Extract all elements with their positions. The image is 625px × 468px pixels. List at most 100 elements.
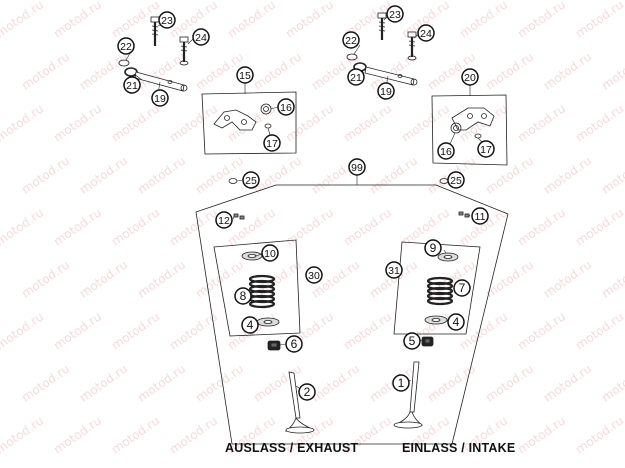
callout-label: 24 — [420, 28, 432, 40]
callout-label: 8 — [240, 289, 247, 303]
callout-label: 7 — [459, 281, 466, 295]
callout-label: 17 — [480, 144, 492, 156]
callout-circle — [285, 335, 303, 353]
valve-keepers — [233, 211, 470, 220]
callout-label: 22 — [345, 35, 357, 47]
callout-c4a: 4 — [241, 316, 259, 334]
callout-c21b: 21 — [347, 68, 365, 86]
cylinder-head-outline — [195, 184, 509, 445]
callout-label: 25 — [450, 175, 462, 187]
callout-label: 4 — [453, 315, 460, 329]
callout-circle — [437, 142, 455, 160]
callout-c99: 99 — [348, 158, 366, 176]
callout-c24a: 24 — [192, 28, 210, 46]
callout-label: 11 — [475, 211, 486, 223]
callout-c25b: 25 — [447, 171, 465, 189]
callout-c17a: 17 — [263, 134, 281, 152]
callout-c20: 20 — [461, 68, 479, 86]
callout-circle — [234, 287, 252, 305]
callout-circle — [377, 82, 395, 100]
callout-circle — [151, 89, 169, 107]
callout-c15: 15 — [236, 66, 254, 84]
callout-label: 22 — [120, 41, 132, 53]
callout-label: 21 — [350, 72, 362, 84]
intake-valve — [393, 361, 424, 429]
callout-circle — [461, 68, 479, 86]
callout-c19a: 19 — [151, 89, 169, 107]
callout-c6: 6 — [285, 335, 303, 353]
left-rocker-shaft-group — [118, 16, 189, 92]
callout-label: 16 — [440, 146, 452, 158]
callout-circle — [447, 171, 465, 189]
callout-label: 10 — [264, 248, 276, 260]
callout-label: 6 — [291, 337, 298, 351]
callout-c25a: 25 — [242, 171, 260, 189]
callout-c11: 11 — [471, 207, 489, 225]
dowel-left — [228, 178, 238, 184]
callout-circle — [215, 211, 233, 229]
callout-circle — [342, 31, 360, 49]
callout-circle — [117, 37, 135, 55]
callout-circle — [263, 134, 281, 152]
caption-intake: EINLASS / INTAKE — [402, 441, 516, 455]
callout-circle — [277, 98, 295, 116]
callout-c9: 9 — [424, 239, 442, 257]
callout-c19b: 19 — [377, 82, 395, 100]
callout-label: 30 — [308, 270, 320, 282]
callout-c16b: 16 — [437, 142, 455, 160]
callout-c2: 2 — [298, 383, 316, 401]
dowel-right — [439, 178, 449, 184]
callout-circle — [392, 374, 410, 392]
callout-label: 12 — [218, 215, 230, 227]
callout-circle — [403, 332, 421, 350]
callout-c7: 7 — [453, 279, 471, 297]
callout-c21a: 21 — [123, 76, 141, 94]
callout-label: 19 — [380, 86, 392, 98]
callout-label: 4 — [247, 318, 254, 332]
callout-label: 16 — [280, 102, 292, 114]
callout-label: 23 — [161, 15, 173, 27]
callout-c12: 12 — [215, 211, 233, 229]
callout-circle — [417, 24, 435, 42]
intake-valve-kit — [393, 241, 481, 335]
callout-circle — [305, 266, 323, 284]
callout-c8: 8 — [234, 287, 252, 305]
callout-c24b: 24 — [417, 24, 435, 42]
rocker-arm-box-right — [431, 94, 508, 166]
callout-c10: 10 — [261, 244, 279, 262]
callout-circle — [385, 261, 403, 279]
callout-c22b: 22 — [342, 31, 360, 49]
callout-circle — [261, 244, 279, 262]
callout-c1: 1 — [392, 374, 410, 392]
callout-circle — [192, 28, 210, 46]
callout-circle — [236, 66, 254, 84]
callout-label: 20 — [464, 72, 476, 84]
callout-label: 99 — [351, 162, 363, 174]
callout-c17b: 17 — [477, 140, 495, 158]
callout-c23b: 23 — [386, 5, 404, 23]
callout-label: 23 — [389, 9, 401, 21]
callout-label: 17 — [266, 138, 278, 150]
callout-circle — [477, 140, 495, 158]
callout-circle — [447, 313, 465, 331]
callout-circle — [471, 207, 489, 225]
callout-circle — [424, 239, 442, 257]
callout-label: 1 — [398, 376, 405, 390]
callout-label: 21 — [126, 80, 138, 92]
callout-label: 24 — [195, 32, 207, 44]
callout-circle — [241, 316, 259, 334]
callout-c16a: 16 — [277, 98, 295, 116]
callout-c30: 30 — [305, 266, 323, 284]
exhaust-valve-kit — [213, 239, 301, 337]
callout-label: 9 — [430, 241, 437, 255]
callout-label: 2 — [304, 385, 311, 399]
callout-label: 31 — [388, 265, 400, 277]
callout-c22a: 22 — [117, 37, 135, 55]
callout-circle — [298, 383, 316, 401]
intake-valve-seal — [421, 336, 434, 347]
callout-circle — [348, 158, 366, 176]
caption-exhaust: AUSLASS / EXHAUST — [225, 441, 359, 455]
exhaust-valve-seal — [267, 340, 281, 351]
exhaust-valve — [284, 371, 315, 434]
